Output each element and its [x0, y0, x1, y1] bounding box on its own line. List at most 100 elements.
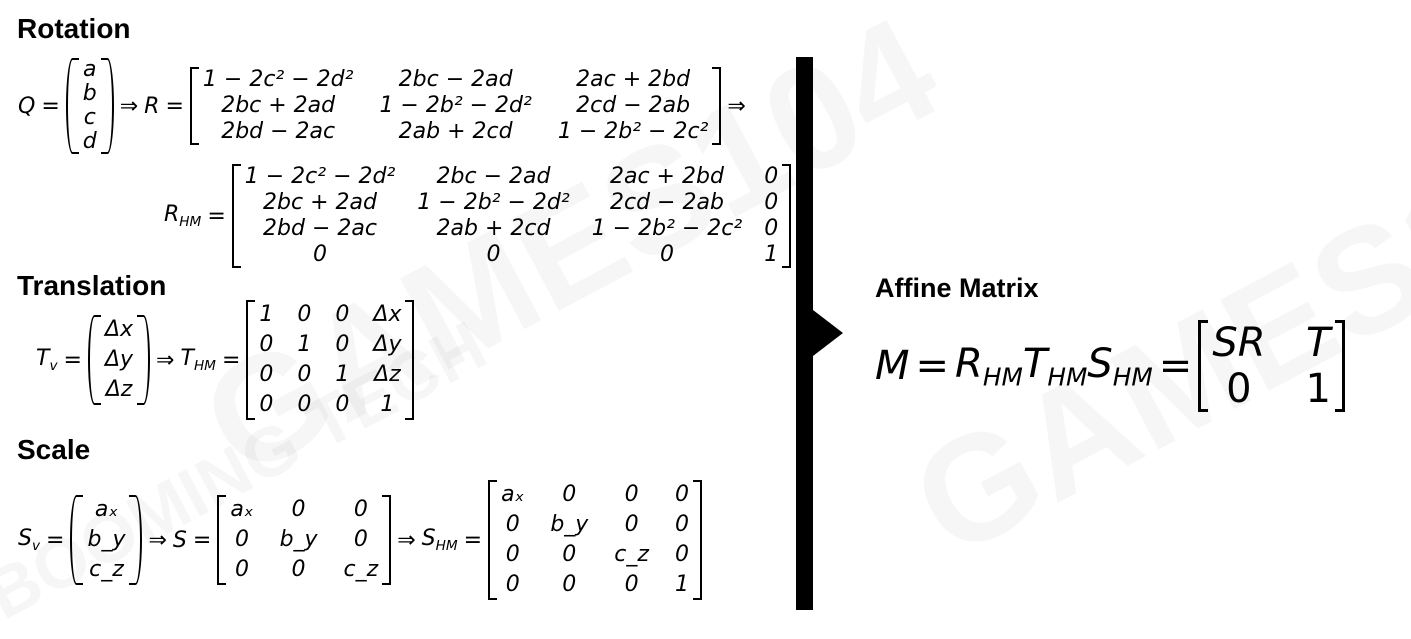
matrix-cell: aₓ	[230, 497, 254, 522]
matrix-cell: 2ab + 2cd	[436, 216, 551, 241]
equals-sign: =	[63, 347, 82, 373]
matrix-cell: 1	[674, 572, 689, 597]
equals-sign: =	[207, 203, 226, 229]
matrix-cell: 1	[259, 302, 274, 327]
s-hm-term: SHM	[1087, 340, 1153, 392]
vector-cell: d	[82, 129, 97, 154]
s-label: S	[172, 527, 187, 553]
matrix-cell: 0	[234, 557, 249, 582]
vector-cell: c_z	[89, 557, 124, 582]
vector-cell: b_y	[87, 527, 126, 552]
matrix-cell: Δx	[373, 302, 402, 327]
equals-sign: =	[915, 343, 950, 389]
matrix-cell: 2cd − 2ab	[576, 93, 691, 118]
rhm-label: RHM	[164, 202, 202, 230]
q-label: Q	[18, 93, 36, 119]
matrix-cell: 2bc + 2ad	[263, 190, 377, 215]
sv-label: Sv	[18, 526, 41, 554]
matrix-cell: 0	[624, 572, 639, 597]
matrix-cell: 0	[764, 216, 779, 241]
matrix-cell: 0	[313, 242, 328, 267]
matrix-cell: 2ab + 2cd	[398, 119, 513, 144]
rotation-heading: Rotation	[17, 13, 131, 44]
matrix-cell: 1	[297, 332, 312, 357]
t-hm-term: THM	[1022, 340, 1088, 392]
matrix-cell: Δz	[374, 362, 401, 387]
matrix-cell: Δy	[373, 332, 402, 357]
matrix-cell: 0	[291, 557, 306, 582]
matrix-cell: 0	[259, 362, 274, 387]
equals-sign: =	[221, 347, 241, 373]
matrix-cell: 2bd − 2ac	[263, 216, 377, 241]
quaternion-vector: a b c d	[65, 57, 114, 154]
matrix-cell: 0	[562, 482, 577, 507]
matrix-cell: 1 − 2b² − 2d²	[379, 93, 532, 118]
r-label: R	[144, 93, 160, 119]
matrix-cell: 0	[297, 392, 312, 417]
matrix-cell: 0	[505, 542, 520, 567]
scale-matrix-3x3: aₓ 0 0 0 b_y 0 0 0 c_z	[217, 495, 392, 585]
matrix-cell: 0	[659, 242, 674, 267]
matrix-cell: 0	[486, 242, 501, 267]
matrix-cell: 1 − 2c² − 2d²	[202, 67, 354, 92]
matrix-cell: 0	[674, 542, 689, 567]
vector-cell: Δx	[104, 317, 134, 342]
matrix-cell: 2ac + 2bd	[609, 164, 724, 189]
translation-heading: Translation	[17, 270, 167, 301]
equals-sign: =	[463, 527, 483, 553]
matrix-cell: 1	[764, 242, 779, 267]
matrix-cell: 0	[335, 332, 350, 357]
matrix-cell: 0	[291, 497, 306, 522]
vector-cell: Δy	[104, 347, 134, 372]
right-arrow-icon	[813, 310, 843, 356]
matrix-cell: 0	[764, 190, 779, 215]
implies-arrow: ⇒	[148, 527, 167, 553]
tv-label: Tv	[36, 346, 58, 374]
r-hm-term: RHM	[955, 340, 1023, 392]
matrix-cell: 1	[380, 392, 395, 417]
matrix-cell: 0	[1226, 366, 1252, 412]
matrix-cell: 0	[674, 482, 689, 507]
matrix-cell: aₓ	[501, 482, 525, 507]
affine-matrix-heading: Affine Matrix	[875, 273, 1039, 303]
scale-vector: aₓ b_y c_z	[70, 495, 143, 585]
matrix-cell: 0	[764, 164, 779, 189]
matrix-cell: 0	[624, 512, 639, 537]
matrix-cell: 1 − 2b² − 2c²	[591, 216, 743, 241]
m-label: M	[875, 343, 910, 389]
vector-cell: aₓ	[94, 497, 119, 522]
matrix-cell: 0	[259, 392, 274, 417]
implies-arrow: ⇒	[397, 527, 416, 553]
implies-arrow: ⇒	[119, 93, 139, 119]
matrix-cell: 0	[353, 527, 368, 552]
translation-vector: Δx Δy Δz	[87, 315, 151, 405]
equals-sign: =	[46, 527, 65, 553]
translation-equation: Tv = Δx Δy Δz ⇒ THM = 1 0 0 Δx 0 1 0 Δy …	[36, 300, 415, 420]
affine-matrix-equation: M = RHM THM SHM = SR T 0 1	[875, 320, 1345, 412]
rotation-matrix-3x3: 1 − 2c² − 2d² 2bc − 2ad 2ac + 2bd 2bc + …	[189, 67, 722, 145]
equals-sign: =	[165, 93, 184, 119]
vector-cell: b	[82, 81, 97, 106]
matrix-cell: c_z	[614, 542, 649, 567]
matrix-cell: SR	[1212, 320, 1266, 366]
translation-matrix-4x4: 1 0 0 Δx 0 1 0 Δy 0 0 1 Δz 0 0 0 1	[246, 300, 415, 420]
matrix-cell: 0	[505, 512, 520, 537]
vector-cell: a	[83, 57, 97, 82]
matrix-cell: 2bc − 2ad	[436, 164, 551, 189]
matrix-cell: 0	[562, 572, 577, 597]
matrix-cell: 2cd − 2ab	[609, 190, 724, 215]
scale-equation: Sv = aₓ b_y c_z ⇒ S = aₓ 0 0 0 b_y 0 0 0…	[18, 480, 702, 600]
matrix-cell: 2bc − 2ad	[398, 67, 513, 92]
matrix-cell: 1	[1305, 366, 1331, 412]
quaternion-to-rotation-equation: Q = a b c d ⇒ R = 1 − 2c² − 2d² 2bc − 2a…	[18, 58, 752, 154]
divider-bar	[796, 57, 813, 610]
matrix-cell: 0	[335, 392, 350, 417]
shm-label: SHM	[421, 526, 458, 554]
matrix-cell: 1 − 2b² − 2d²	[417, 190, 570, 215]
vector-cell: Δz	[105, 377, 133, 402]
matrix-cell: b_y	[550, 512, 589, 537]
implies-arrow: ⇒	[727, 93, 746, 119]
matrix-cell: 0	[674, 512, 689, 537]
vector-cell: c	[83, 105, 96, 130]
matrix-cell: 1 − 2c² − 2d²	[244, 164, 396, 189]
